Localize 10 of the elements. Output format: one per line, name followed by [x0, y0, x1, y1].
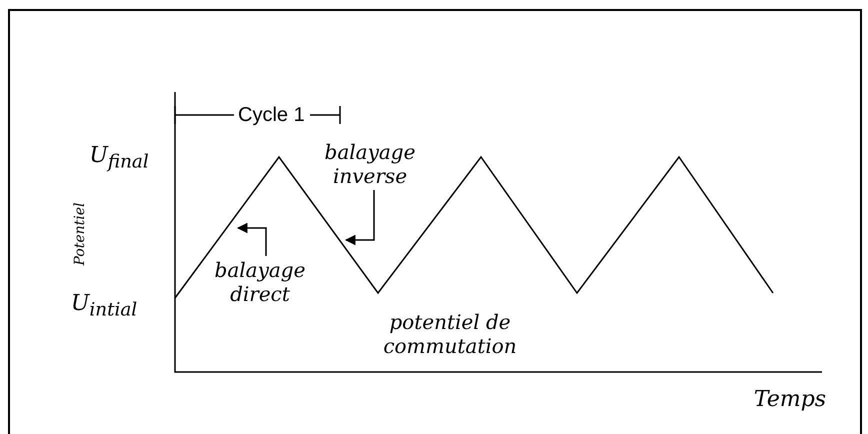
leader-arrow	[236, 222, 267, 256]
axis-value: U$_{intial}$	[70, 292, 138, 322]
switching-label: potentiel de commutation	[382, 310, 518, 358]
axis-title: Potentiel	[71, 201, 89, 268]
axis-value: U$_{final}$	[88, 144, 150, 174]
cycle-label: Cycle 1	[238, 103, 305, 127]
axis-title: Temps	[752, 388, 828, 412]
scan-label: balayage direct	[200, 258, 320, 306]
scan-label: balayage inverse	[300, 140, 440, 188]
leader-arrow	[344, 190, 375, 246]
